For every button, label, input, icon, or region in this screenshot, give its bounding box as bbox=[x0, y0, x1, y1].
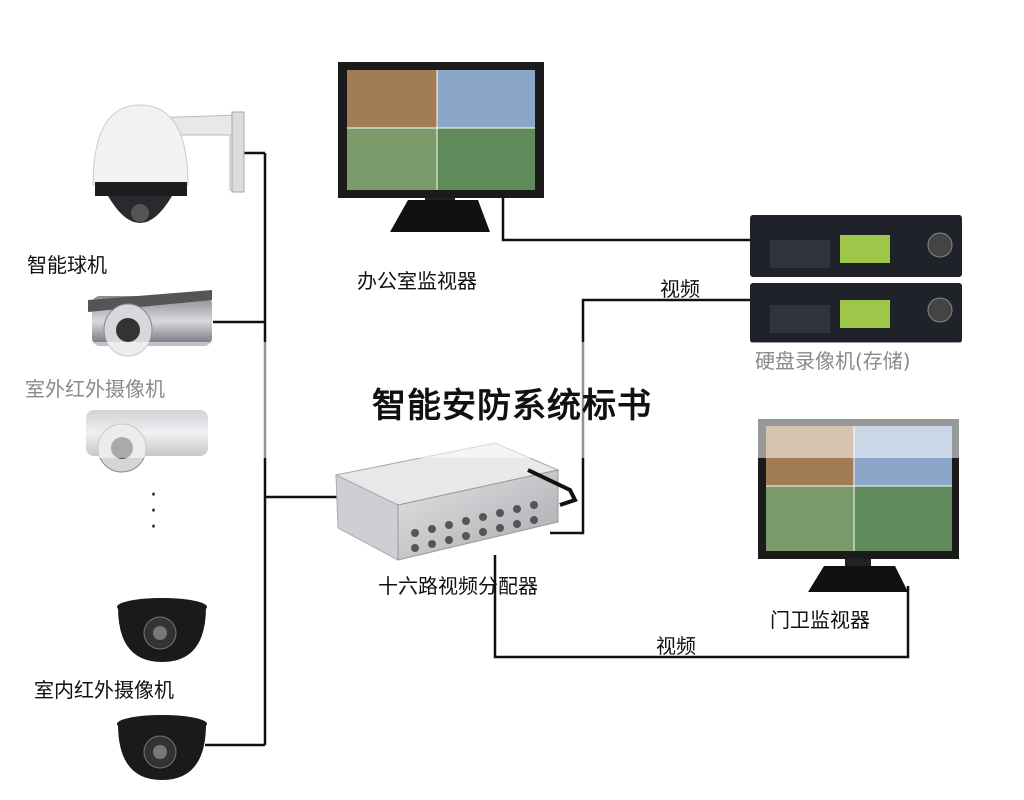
indoor-ir-camera-label: 室内红外摄像机 bbox=[34, 678, 174, 702]
title-band bbox=[0, 342, 1024, 458]
more-cameras-ellipsis: ··· bbox=[150, 483, 157, 540]
gate-monitor-label: 门卫监视器 bbox=[770, 608, 870, 632]
video-link-label-bottom: 视频 bbox=[656, 634, 696, 658]
office-to-dvr-line bbox=[501, 198, 750, 242]
distributor-label: 十六路视频分配器 bbox=[378, 574, 538, 598]
dome-ptz-camera bbox=[92, 104, 245, 223]
outdoor-ir-camera-label: 室外红外摄像机 bbox=[25, 377, 165, 401]
office-monitor-label: 办公室监视器 bbox=[357, 269, 477, 293]
dome-ptz-camera-label: 智能球机 bbox=[27, 253, 107, 277]
distributor-to-gate-line bbox=[493, 555, 910, 659]
video-link-label-top: 视频 bbox=[660, 277, 700, 301]
office-monitor bbox=[338, 62, 544, 232]
video-distributor bbox=[334, 442, 578, 561]
dvr-recorders bbox=[750, 215, 962, 343]
indoor-dome-camera-2 bbox=[117, 715, 207, 780]
indoor-dome-camera-1 bbox=[117, 598, 207, 662]
diagram-title: 智能安防系统标书 bbox=[372, 386, 652, 426]
dvr-label: 硬盘录像机(存储) bbox=[755, 349, 911, 373]
